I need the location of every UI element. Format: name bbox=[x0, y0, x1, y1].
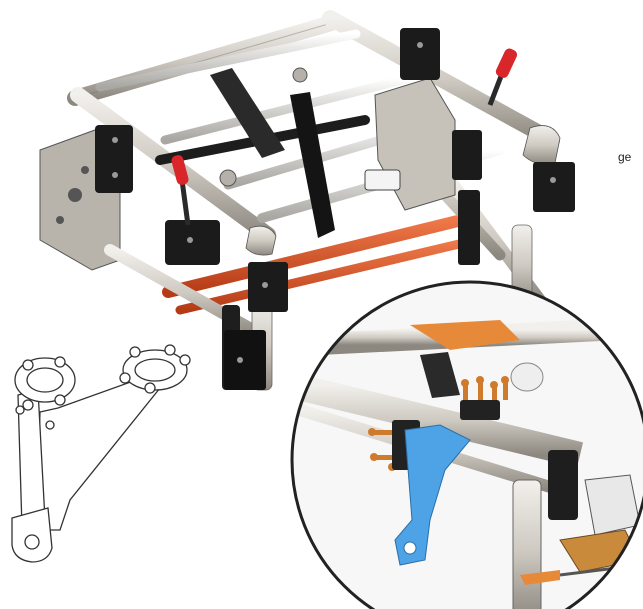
front-handle-lever bbox=[179, 179, 191, 226]
front-right-clamp bbox=[533, 162, 575, 212]
inset-blue-bracket bbox=[394, 424, 471, 566]
center-strap bbox=[290, 92, 335, 238]
cross-bar-1 bbox=[95, 29, 361, 92]
main-frame-assembly bbox=[39, 10, 575, 391]
inset-seat-frame bbox=[584, 474, 641, 536]
orange-cross-bar-lower bbox=[175, 235, 481, 315]
center-latch bbox=[364, 169, 401, 191]
detail-inset bbox=[290, 280, 643, 609]
upper-strap-plate bbox=[210, 68, 285, 158]
middle-left-clamp bbox=[165, 220, 220, 265]
plate-hole bbox=[56, 216, 64, 224]
inset-orange-foot bbox=[520, 570, 560, 585]
drawing-tab-hole bbox=[24, 534, 40, 550]
edge-label: ge bbox=[618, 150, 632, 164]
inset-copper-bolts bbox=[368, 376, 509, 471]
roller bbox=[219, 169, 237, 187]
front-left-corner bbox=[245, 225, 277, 256]
cross-bar-2 bbox=[160, 73, 415, 145]
right-mid-clamp bbox=[458, 190, 480, 265]
inset-orange-plate bbox=[410, 320, 520, 350]
rear-handle-grip bbox=[495, 48, 518, 78]
rear-right-clamp bbox=[400, 28, 440, 80]
plate-hole bbox=[81, 166, 89, 174]
clamp-bolts bbox=[112, 42, 556, 363]
inset-black-bracket bbox=[420, 352, 460, 398]
roller bbox=[292, 67, 308, 83]
lower-left-clamp bbox=[248, 262, 288, 312]
right-top-rail bbox=[322, 10, 560, 148]
bracket-line-drawing bbox=[11, 344, 191, 563]
inset-main-rail bbox=[292, 372, 584, 468]
bottom-left-clamp bbox=[224, 330, 266, 390]
front-handle-grip bbox=[171, 155, 189, 185]
right-clamp bbox=[452, 130, 482, 180]
plate-hole bbox=[68, 188, 82, 202]
inset-vertical-post bbox=[512, 479, 542, 609]
orange-cross-bar bbox=[162, 212, 476, 298]
inset-blue-hole bbox=[403, 541, 417, 555]
left-clamp bbox=[95, 125, 133, 193]
